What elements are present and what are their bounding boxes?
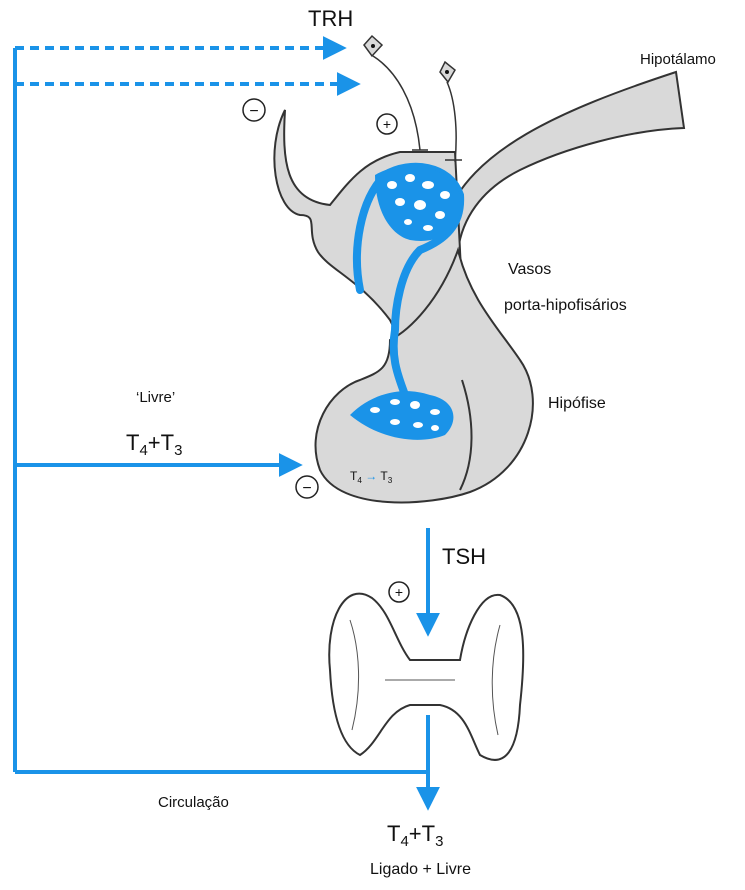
plus-sign-thyroid: + — [389, 582, 409, 602]
hypothalamus-shape — [445, 72, 684, 250]
svg-text:−: − — [249, 103, 258, 120]
portal-vessels-label-line1: Vasos — [508, 262, 551, 278]
minus-sign-hypothalamus: − — [243, 99, 265, 121]
svg-text:+: + — [395, 584, 403, 600]
conversion-arrow-icon: → — [365, 469, 377, 483]
bound-free-label: Ligado + Livre — [370, 862, 471, 878]
minus-sign-pituitary: − — [296, 476, 318, 498]
svg-text:+: + — [383, 116, 391, 132]
total-hormones-label: T4+T3 — [387, 823, 443, 850]
svg-text:−: − — [302, 480, 311, 497]
tsh-label: TSH — [442, 546, 486, 568]
circulation-label: Circulação — [158, 795, 229, 810]
portal-vessels-label-line2: porta-hipofisários — [504, 298, 627, 314]
plus-sign-hypothalamus: + — [377, 114, 397, 134]
neuron-1 — [364, 36, 428, 150]
free-quote-label: ‘Livre’ — [136, 390, 175, 405]
free-hormones-label: T4+T3 — [126, 432, 182, 459]
trh-label: TRH — [308, 8, 353, 30]
t4-to-t3-conversion-label: T4 → T3 — [350, 470, 392, 485]
pituitary-label: Hipófise — [548, 396, 606, 412]
neuron-2 — [440, 62, 462, 162]
hypothalamus-label: Hipotálamo — [640, 52, 716, 67]
